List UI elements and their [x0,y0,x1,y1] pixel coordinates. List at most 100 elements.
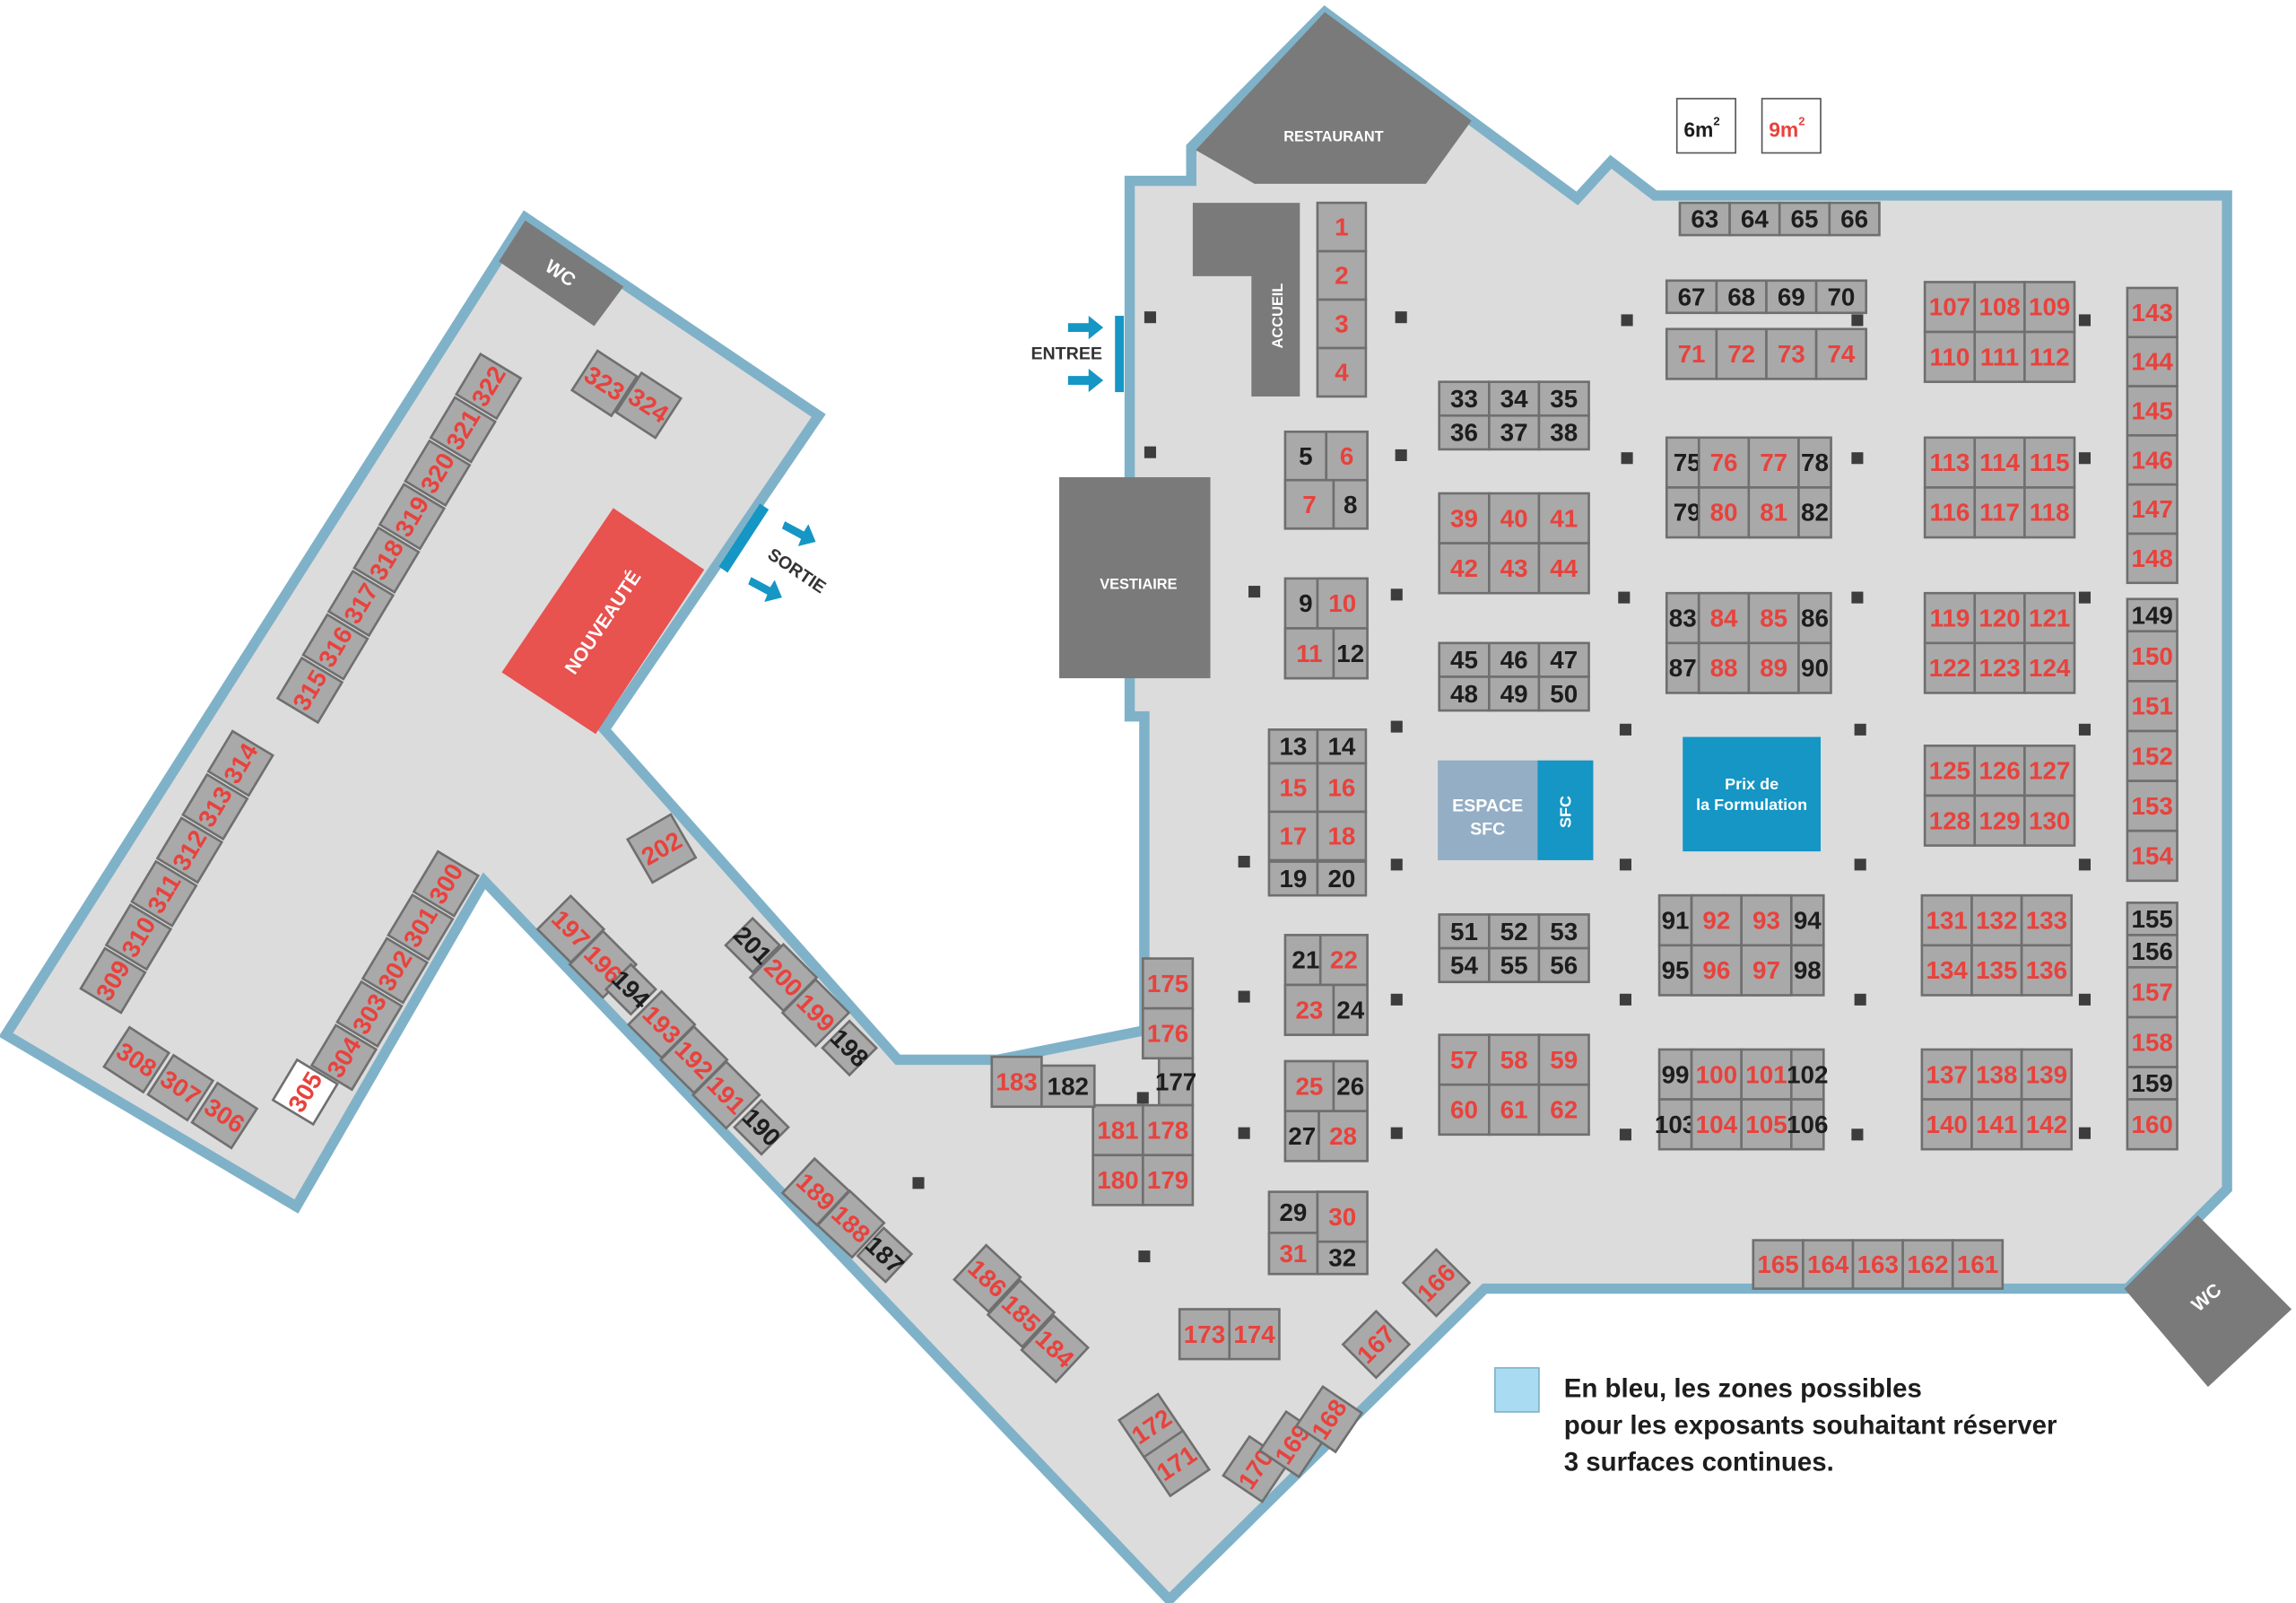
booth-22[interactable]: 22 [1318,934,1369,987]
booth-82[interactable]: 82 [1797,486,1832,539]
booth-121[interactable]: 121 [2023,591,2076,645]
booth-151[interactable]: 151 [2126,680,2179,733]
booth-125[interactable]: 125 [1923,745,1977,797]
booth-109[interactable]: 109 [2023,281,2076,334]
booth-51[interactable]: 51 [1438,913,1491,950]
booth-308[interactable]: 308 [102,1025,171,1094]
booth-173[interactable]: 173 [1178,1308,1231,1361]
booth-154[interactable]: 154 [2126,829,2179,883]
booth-5[interactable]: 5 [1283,430,1328,482]
booth-310[interactable]: 310 [104,902,173,971]
booth-43[interactable]: 43 [1488,542,1541,595]
booth-80[interactable]: 80 [1697,486,1751,539]
booth-90[interactable]: 90 [1797,641,1832,694]
booth-179[interactable]: 179 [1141,1154,1195,1207]
booth-164[interactable]: 164 [1802,1239,1855,1290]
booth-141[interactable]: 141 [1970,1098,2023,1151]
booth-118[interactable]: 118 [2023,486,2076,539]
booth-130[interactable]: 130 [2023,794,2076,847]
booth-95[interactable]: 95 [1657,944,1693,997]
booth-92[interactable]: 92 [1690,893,1743,947]
booth-324[interactable]: 324 [614,370,683,440]
booth-123[interactable]: 123 [1973,641,2026,694]
booth-166[interactable]: 166 [1401,1248,1472,1318]
booth-7[interactable]: 7 [1283,478,1335,530]
booth-317[interactable]: 317 [326,569,396,638]
booth-129[interactable]: 129 [1973,794,2026,847]
booth-62[interactable]: 62 [1537,1083,1590,1137]
booth-72[interactable]: 72 [1715,327,1768,380]
booth-98[interactable]: 98 [1789,944,1825,997]
booth-126[interactable]: 126 [1973,745,2026,797]
booth-135[interactable]: 135 [1970,944,2023,997]
booth-36[interactable]: 36 [1438,414,1491,451]
booth-137[interactable]: 137 [1920,1048,1973,1101]
booth-185[interactable]: 185 [986,1278,1057,1349]
booth-84[interactable]: 84 [1697,591,1751,645]
booth-73[interactable]: 73 [1765,327,1818,380]
booth-162[interactable]: 162 [1901,1239,1954,1290]
booth-10[interactable]: 10 [1316,577,1369,630]
booth-30[interactable]: 30 [1316,1190,1369,1243]
booth-19[interactable]: 19 [1267,860,1319,897]
booth-18[interactable]: 18 [1316,810,1368,862]
booth-63[interactable]: 63 [1678,201,1731,237]
booth-64[interactable]: 64 [1728,201,1781,237]
booth-3[interactable]: 3 [1316,298,1368,350]
booth-106[interactable]: 106 [1787,1098,1828,1151]
booth-187[interactable]: 187 [856,1226,914,1284]
booth-101[interactable]: 101 [1740,1048,1793,1101]
booth-28[interactable]: 28 [1318,1110,1369,1163]
booth-66[interactable]: 66 [1828,201,1881,237]
booth-93[interactable]: 93 [1740,893,1793,947]
booth-323[interactable]: 323 [570,349,639,418]
booth-87[interactable]: 87 [1665,641,1700,694]
booth-102[interactable]: 102 [1787,1048,1828,1101]
booth-132[interactable]: 132 [1970,893,2023,947]
booth-134[interactable]: 134 [1920,944,1973,997]
booth-303[interactable]: 303 [335,980,404,1049]
booth-183[interactable]: 183 [990,1055,1043,1109]
booth-175[interactable]: 175 [1141,957,1195,1010]
booth-85[interactable]: 85 [1747,591,1800,645]
booth-146[interactable]: 146 [2126,434,2179,486]
booth-114[interactable]: 114 [1973,436,2026,489]
booth-158[interactable]: 158 [2126,1015,2179,1068]
booth-112[interactable]: 112 [2023,330,2076,383]
booth-143[interactable]: 143 [2126,286,2179,339]
booth-97[interactable]: 97 [1740,944,1793,997]
booth-110[interactable]: 110 [1923,330,1977,383]
booth-60[interactable]: 60 [1438,1083,1491,1137]
booth-25[interactable]: 25 [1283,1059,1335,1112]
booth-155[interactable]: 155 [2126,902,2179,937]
booth-15[interactable]: 15 [1267,762,1319,814]
booth-302[interactable]: 302 [361,937,430,1005]
booth-34[interactable]: 34 [1488,380,1541,417]
booth-12[interactable]: 12 [1332,627,1369,680]
booth-304[interactable]: 304 [309,1024,378,1092]
booth-127[interactable]: 127 [2023,745,2076,797]
booth-27[interactable]: 27 [1283,1110,1320,1163]
booth-167[interactable]: 167 [1341,1309,1412,1380]
booth-8[interactable]: 8 [1332,478,1369,530]
booth-142[interactable]: 142 [2020,1098,2074,1151]
booth-88[interactable]: 88 [1697,641,1751,694]
booth-122[interactable]: 122 [1923,641,1977,694]
booth-147[interactable]: 147 [2126,483,2179,536]
booth-321[interactable]: 321 [429,396,497,464]
booth-156[interactable]: 156 [2126,934,2179,969]
booth-314[interactable]: 314 [206,729,274,797]
booth-176[interactable]: 176 [1141,1006,1195,1060]
booth-149[interactable]: 149 [2126,597,2179,633]
booth-316[interactable]: 316 [301,613,370,681]
booth-37[interactable]: 37 [1488,414,1541,451]
booth-26[interactable]: 26 [1332,1059,1369,1112]
booth-131[interactable]: 131 [1920,893,1973,947]
booth-24[interactable]: 24 [1332,983,1369,1036]
booth-202[interactable]: 202 [625,813,698,884]
booth-117[interactable]: 117 [1973,486,2026,539]
booth-11[interactable]: 11 [1283,627,1335,680]
booth-40[interactable]: 40 [1488,492,1541,544]
booth-320[interactable]: 320 [404,439,472,508]
booth-50[interactable]: 50 [1537,675,1590,712]
